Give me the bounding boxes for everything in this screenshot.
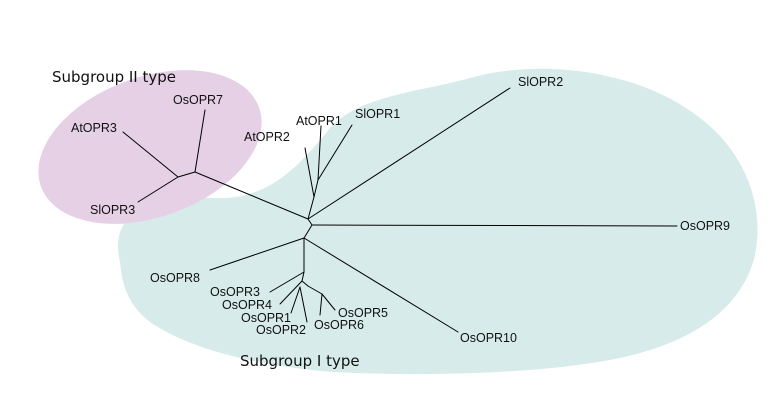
branch-osopr10 [303,237,459,333]
branch-center-to-os-clade [303,224,313,239]
branch-atopr2 [304,147,315,198]
leaf-label-osopr5: OsOPR5 [338,306,388,320]
leaf-label-osopr10: OsOPR10 [460,331,517,345]
subgroup-two-label: Subgroup II type [52,68,176,86]
leaf-label-osopr4: OsOPR4 [222,298,272,312]
leaf-label-atopr3: AtOPR3 [71,121,117,135]
branch-os-clade-node2 [301,271,305,282]
branch-subgroup-two-inner [177,171,196,178]
leaf-label-osopr2: OsOPR2 [256,323,306,337]
leaf-label-osopr9: OsOPR9 [680,219,730,233]
leaf-label-atopr2: AtOPR2 [244,130,290,144]
leaf-label-osopr3: OsOPR3 [210,285,260,299]
branch-atopr1 [317,125,322,181]
branch-atopr3 [122,131,179,178]
branch-osopr6 [319,293,323,316]
subgroup-one-region [117,68,758,375]
leaf-label-slopr2: SlOPR2 [518,75,563,89]
branch-to-subgroup-two [194,171,309,220]
leaf-label-osopr8: OsOPR8 [150,271,200,285]
branch-slopr3 [137,176,179,203]
subgroup-one-label: Subgroup I type [240,352,360,370]
branch-os-clade-node3 [301,280,309,287]
subgroup-two-region [38,70,262,224]
leaf-label-slopr3: SlOPR3 [90,203,135,217]
branch-osopr9-long [311,224,678,227]
branch-osopr5 [321,293,336,311]
branch-osopr1 [290,286,301,314]
leaf-label-osopr7: OsOPR7 [173,93,223,107]
leaf-label-osopr1: OsOPR1 [241,311,291,325]
branch-os-5-6-node [307,285,323,295]
leaf-label-osopr6: OsOPR6 [314,318,364,332]
branch-osopr9 [307,218,313,226]
branch-osopr3 [269,271,305,293]
leaf-label-slopr1: SlOPR1 [355,107,400,121]
branch-osopr4 [279,280,303,305]
branch-osopr8 [209,237,305,271]
branch-slopr1 [317,124,353,181]
branch-center-to-at-sl [307,196,315,220]
branch-osopr2 [299,286,308,323]
branch-osopr7 [194,109,206,173]
branch-at-sl-node [313,179,319,198]
tree-branches [122,87,678,333]
branch-slopr2 [307,87,511,220]
leaf-label-atopr1: AtOPR1 [296,114,342,128]
